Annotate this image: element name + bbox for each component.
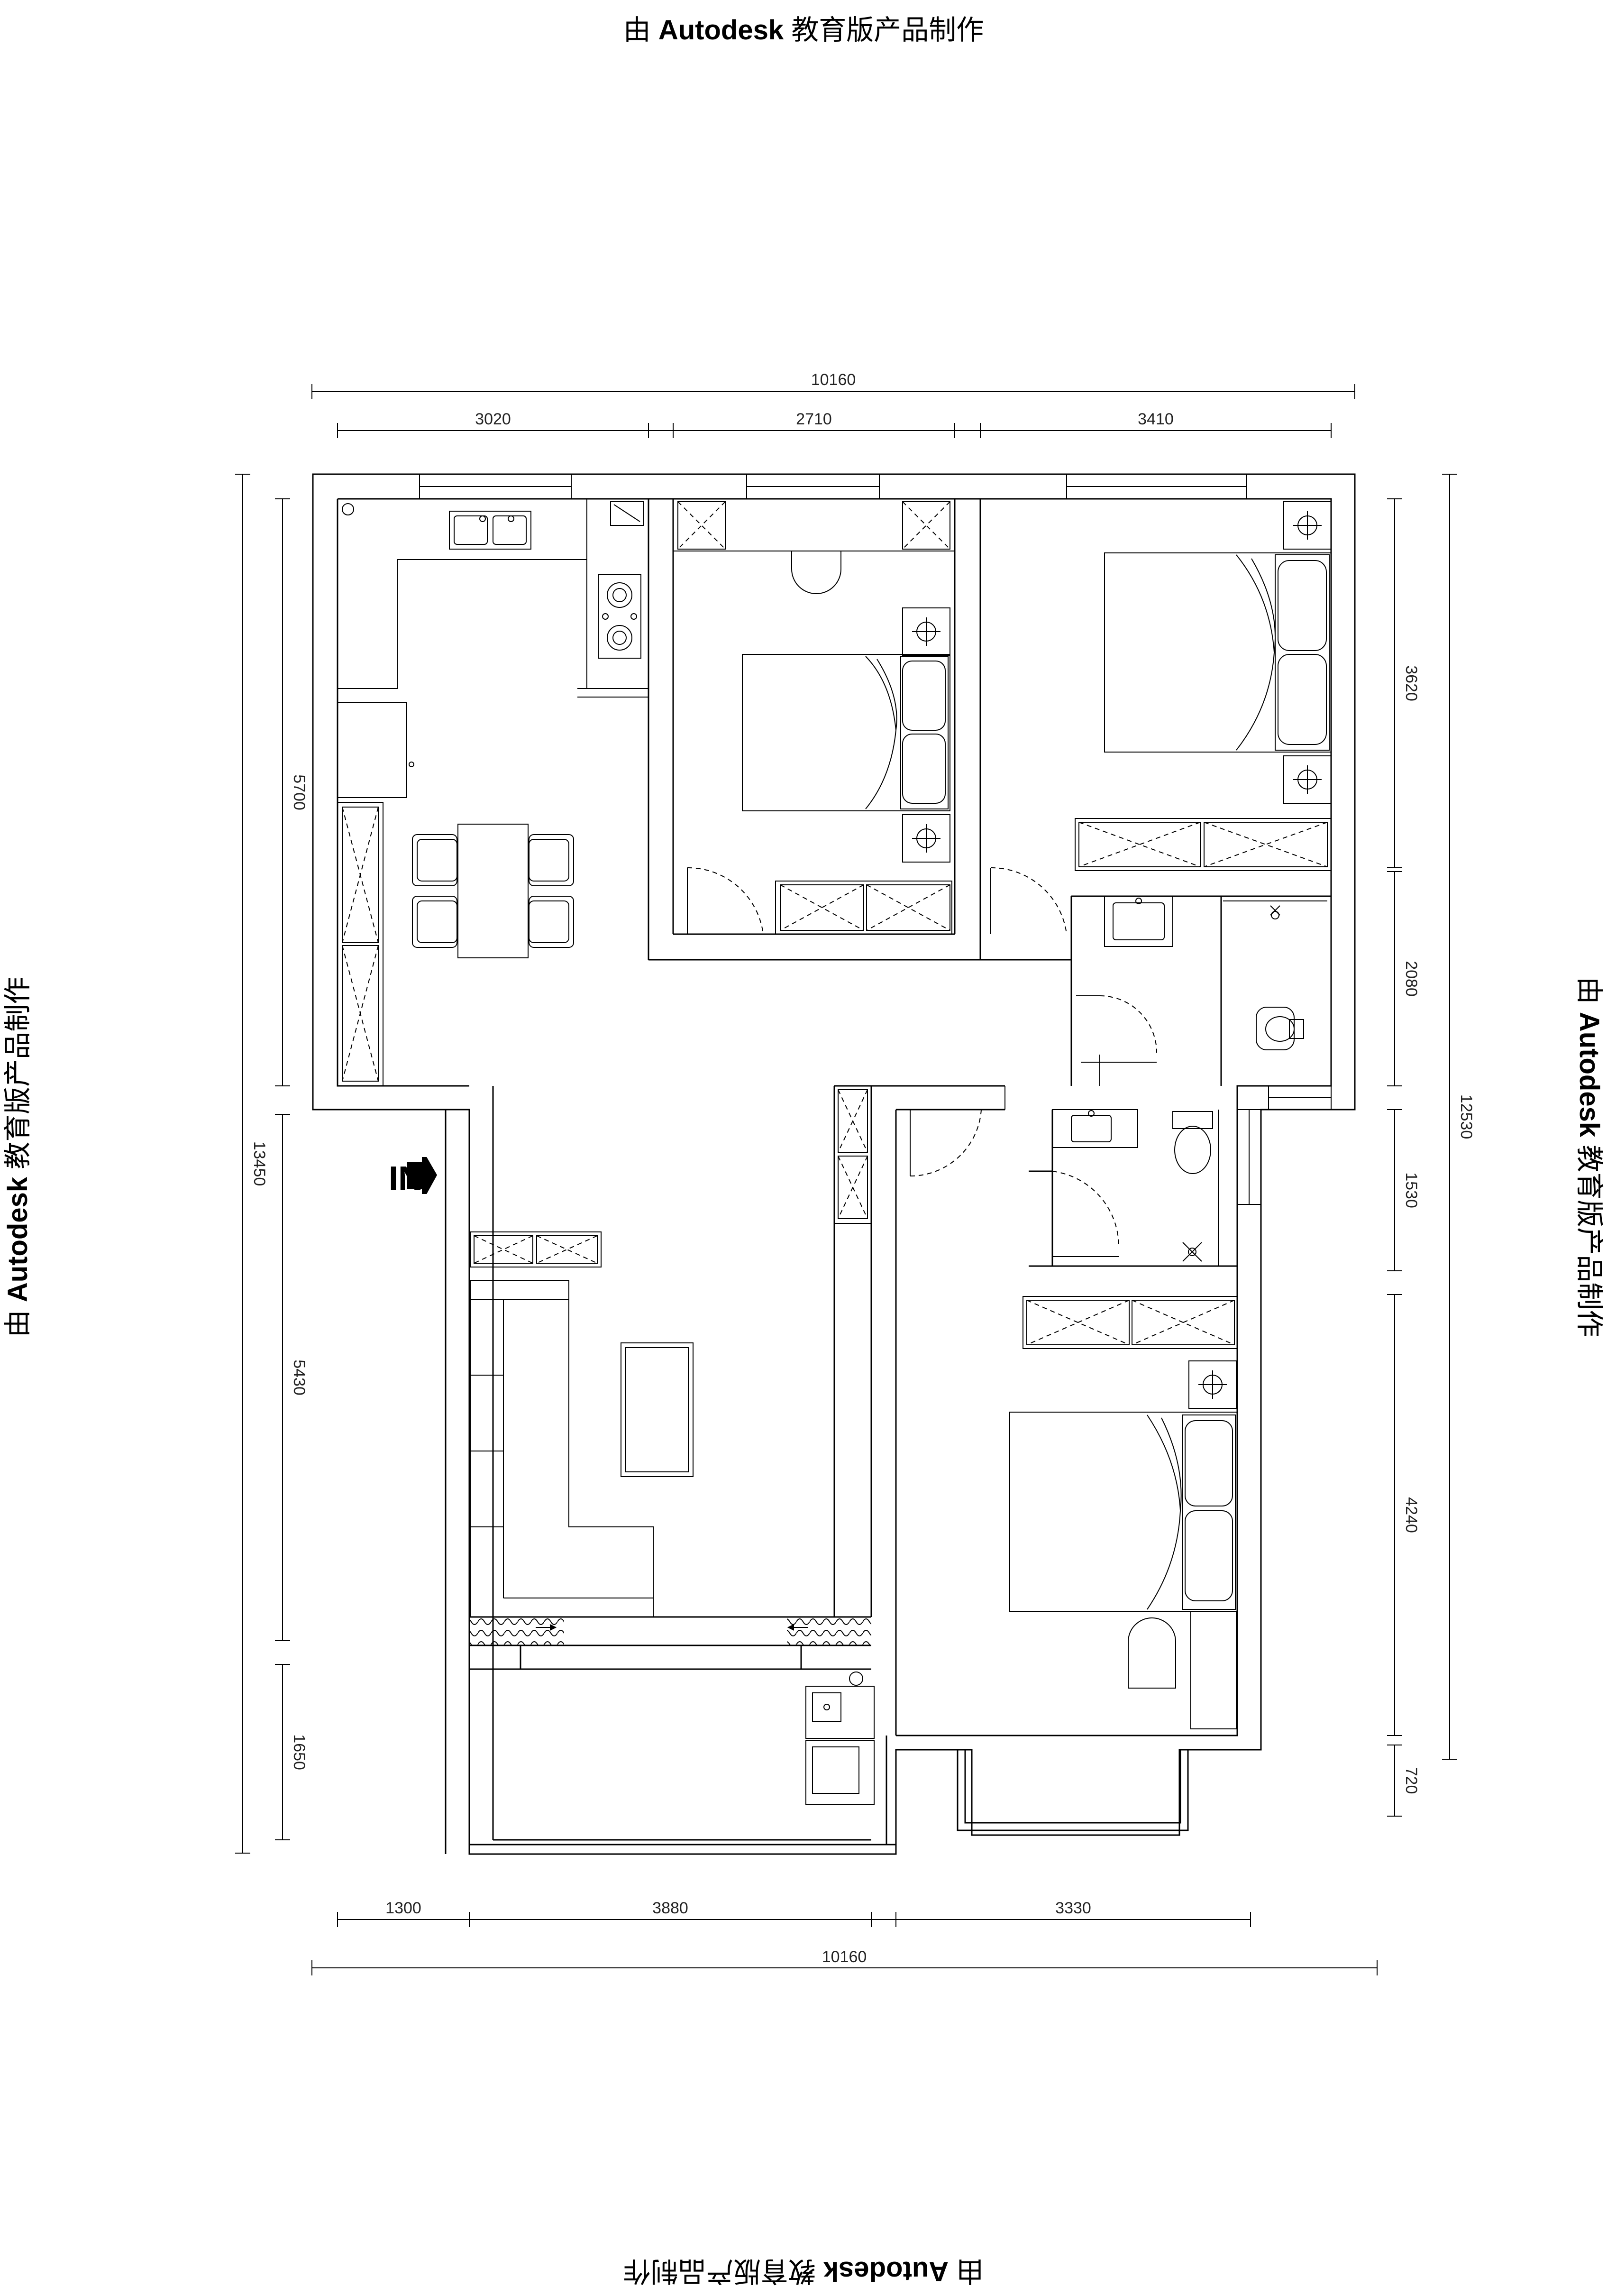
entry-label: IN: [389, 1160, 423, 1198]
bedroom-1: [673, 498, 955, 935]
watermark-right: 由 Autodesk 教育版产品制作: [1574, 976, 1605, 1338]
toilet-icon: [1256, 1007, 1304, 1050]
coffee-table: [621, 1342, 694, 1477]
watermark-brand: Autodesk: [658, 15, 784, 46]
dim-right-total: 12530: [1457, 1094, 1475, 1139]
corridor-cabinet: [834, 1085, 872, 1224]
watermark-prefix: 由: [2, 1310, 33, 1338]
watermark-prefix: 由: [623, 15, 651, 46]
watermark-prefix: 由: [1574, 976, 1605, 1004]
dim-bottom-2: 3880: [652, 1899, 688, 1917]
dimension-lines: 10160 3020 2710 3410 1300 3880 3330 1016…: [235, 371, 1475, 1975]
bedroom-2: [990, 501, 1332, 935]
kitchen: [337, 499, 648, 798]
watermark-brand: Autodesk: [823, 2256, 949, 2287]
fridge-icon: [337, 702, 407, 798]
dim-top-1: 3020: [475, 410, 511, 428]
watermark-prefix: 由: [956, 2256, 984, 2287]
bathroom-2: [1052, 1109, 1219, 1266]
watermark-brand: Autodesk: [1574, 1011, 1605, 1138]
bathroom-1: [1076, 896, 1327, 1086]
dining-table: [412, 824, 574, 958]
toilet-icon: [1172, 1111, 1213, 1174]
watermark-brand: Autodesk: [2, 1176, 33, 1303]
watermark-suffix: 教育版产品制作: [623, 2256, 816, 2287]
bed-icon: [742, 654, 950, 811]
dim-bottom-1: 1300: [385, 1899, 421, 1917]
watermark-top: 由 Autodesk 教育版产品制作: [623, 17, 984, 44]
watermark-suffix: 教育版产品制作: [2, 976, 33, 1169]
dim-bottom-3: 3330: [1055, 1899, 1091, 1917]
dim-right-3: 1530: [1402, 1172, 1420, 1208]
washer-icon: [805, 1686, 875, 1739]
dim-top-total: 10160: [811, 371, 856, 389]
watermark-suffix: 教育版产品制作: [791, 15, 984, 46]
watermark-suffix: 教育版产品制作: [1574, 1145, 1605, 1338]
basin-icon: [1104, 896, 1173, 947]
stove-icon: [598, 574, 641, 659]
sink-icon: [449, 511, 531, 550]
dim-left-2: 5430: [290, 1359, 308, 1396]
dim-right-5: 720: [1402, 1767, 1420, 1794]
bedroom-3: [910, 1086, 1238, 1729]
dim-top-3: 3410: [1138, 410, 1174, 428]
bed-icon: [1009, 1412, 1238, 1612]
shower-icon: [1223, 896, 1327, 919]
dining-cabinet: [337, 802, 383, 1086]
watermark-bottom: 由 Autodesk 教育版产品制作: [623, 2256, 984, 2287]
dim-left-1: 5700: [290, 774, 308, 810]
basin-icon: [1052, 1109, 1138, 1148]
dim-bottom-total: 10160: [822, 1948, 867, 1966]
dim-left-total: 13450: [250, 1141, 268, 1186]
entry-arrow: IN: [389, 1157, 437, 1198]
dim-right-1: 3620: [1402, 665, 1420, 701]
watermark-left: 由 Autodesk 教育版产品制作: [2, 976, 33, 1338]
shower-icon: [1182, 1242, 1202, 1262]
dim-left-3: 1650: [290, 1734, 308, 1770]
dim-right-4: 4240: [1402, 1497, 1420, 1533]
balcony: [469, 1617, 875, 1805]
bed-icon: [1104, 552, 1332, 753]
dim-right-2: 2080: [1402, 961, 1420, 997]
dim-top-2: 2710: [796, 410, 832, 428]
living-room: [470, 1231, 694, 1617]
